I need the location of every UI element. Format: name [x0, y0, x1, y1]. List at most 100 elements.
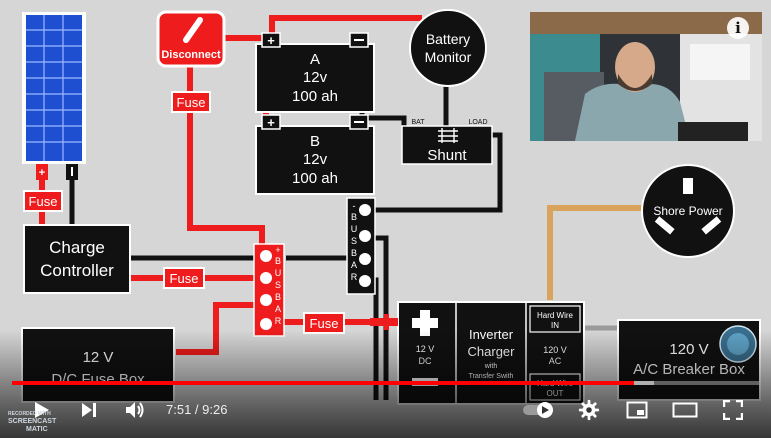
fuse-disconnect: Fuse: [171, 91, 211, 113]
hardwire-in-label-1: Hard Wire: [537, 311, 574, 320]
shunt-load-label: LOAD: [468, 119, 487, 126]
disconnect-switch: Disconnect: [156, 10, 226, 68]
inverter-dc-label-1: 12 V: [416, 344, 435, 354]
autoplay-toggle-icon: [523, 402, 553, 418]
fuse-label: Fuse: [170, 271, 199, 286]
current-time: 7:51: [166, 402, 192, 417]
disconnect-label: Disconnect: [161, 49, 221, 61]
battery-b: + B 12v 100 ah: [255, 114, 375, 195]
battery-a-voltage: 12v: [303, 69, 328, 86]
watermark-line-3: MATIC: [26, 426, 48, 433]
battery-monitor: Battery Monitor: [409, 9, 487, 87]
watermark-line-1: RECORDED WITH: [8, 411, 51, 417]
busbar-letter: R: [351, 272, 358, 282]
shunt-bat-label: BAT: [411, 119, 425, 126]
battery-monitor-label-2: Monitor: [425, 49, 472, 65]
play-icon: [35, 402, 49, 418]
fullscreen-button[interactable]: [718, 394, 748, 426]
shunt: BAT LOAD Shunt: [401, 119, 493, 165]
watermark-line-2: SCREENCAST: [8, 418, 57, 425]
progress-bar[interactable]: [12, 381, 759, 385]
busbar-letter: B: [275, 256, 281, 266]
ac-breaker-box-label-2: A/C Breaker Box: [633, 361, 745, 378]
next-button[interactable]: [74, 394, 104, 426]
fullscreen-icon: [723, 400, 743, 420]
busbar-letter: S: [275, 280, 281, 290]
inverter-name-2: Charger: [468, 344, 516, 359]
busbar-letter: A: [275, 304, 281, 314]
ac-wires: [547, 205, 646, 300]
battery-a: + A 12v 100 ah: [255, 32, 375, 113]
shunt-label: Shunt: [427, 147, 467, 164]
busbar-letter: S: [351, 236, 357, 246]
duration: 9:26: [202, 402, 228, 417]
charge-controller-label-1: Charge: [49, 238, 105, 257]
busbar-letter: A: [351, 260, 357, 270]
battery-monitor-label-1: Battery: [426, 31, 470, 47]
battery-a-capacity: 100 ah: [292, 88, 338, 105]
dc-fuse-box-label-2: D/C Fuse Box: [51, 371, 145, 388]
info-icon[interactable]: i: [727, 17, 749, 39]
negative-busbar: - B U S B A R: [346, 197, 376, 295]
play-button[interactable]: [26, 394, 56, 426]
presenter-video: [530, 12, 762, 141]
dc-fuse-box-label-1: 12 V: [83, 349, 114, 366]
miniplayer-icon: [626, 401, 648, 419]
solar-plus-sign: +: [39, 167, 45, 179]
dc-fuse-box: 12 V D/C Fuse Box: [21, 327, 175, 403]
ac-breaker-box: 120 V A/C Breaker Box: [617, 319, 761, 401]
fuse-label: Fuse: [29, 194, 58, 209]
charge-controller: Charge Controller: [23, 224, 131, 294]
inverter-ac-label-1: 120 V: [543, 345, 567, 355]
inverter-dc-label-2: DC: [419, 356, 432, 366]
settings-gear-icon: [578, 399, 600, 421]
screencast-watermark: RECORDED WITH SCREENCAST MATIC: [8, 410, 78, 433]
shore-power-label: Shore Power: [653, 204, 722, 218]
busbar-letter: U: [351, 224, 358, 234]
fuse-label: Fuse: [310, 316, 339, 331]
busbar-minus-sign: -: [353, 201, 356, 211]
progress-played: [12, 381, 634, 385]
positive-busbar: + B U S B A R: [253, 243, 285, 337]
miniplayer-button[interactable]: [622, 394, 652, 426]
battery-b-voltage: 12v: [303, 151, 328, 168]
ac-breaker-box-label-1: 120 V: [669, 341, 708, 358]
theater-mode-button[interactable]: [670, 394, 700, 426]
fuse-inverter: Fuse: [303, 312, 345, 334]
fuse-label: Fuse: [177, 95, 206, 110]
next-icon: [82, 403, 96, 417]
time-display: 7:51 / 9:26: [166, 402, 227, 417]
solar-panel: +: [22, 12, 86, 180]
mute-button[interactable]: [120, 394, 150, 426]
battery-a-name: A: [310, 51, 320, 68]
battery-b-plus: +: [267, 115, 275, 130]
time-separator: /: [191, 402, 203, 417]
inverter-name-1: Inverter: [469, 327, 514, 342]
inverter-sub-2: Transfer Swith: [469, 373, 514, 380]
volume-icon: [126, 402, 144, 418]
battery-a-plus: +: [267, 33, 275, 48]
busbar-letter: U: [275, 268, 282, 278]
busbar-letter: B: [351, 212, 357, 222]
settings-button[interactable]: [574, 394, 604, 426]
busbar-plus-sign: +: [275, 245, 280, 255]
player-controls: 7:51 / 9:26: [0, 392, 771, 428]
inverter-ac-label-2: AC: [549, 356, 562, 366]
busbar-letter: B: [351, 248, 357, 258]
charge-controller-label-2: Controller: [40, 261, 114, 280]
switch-lever-icon: [183, 17, 203, 43]
webcam-overlay: [530, 12, 762, 141]
shore-power-inlet: Shore Power: [641, 164, 735, 258]
theater-mode-icon: [672, 402, 698, 418]
fuse-controller: Fuse: [163, 267, 205, 289]
inverter-charger: 12 V DC Inverter Charger with Transfer S…: [397, 301, 585, 405]
busbar-letter: B: [275, 292, 281, 302]
inverter-sub-1: with: [484, 363, 498, 370]
hardwire-in-label-2: IN: [551, 321, 559, 330]
autoplay-toggle[interactable]: [520, 394, 558, 426]
fuse-solar: Fuse: [23, 190, 63, 212]
busbar-letter: R: [275, 316, 282, 326]
plug-pin-icon: [683, 178, 693, 194]
battery-b-name: B: [310, 133, 320, 150]
